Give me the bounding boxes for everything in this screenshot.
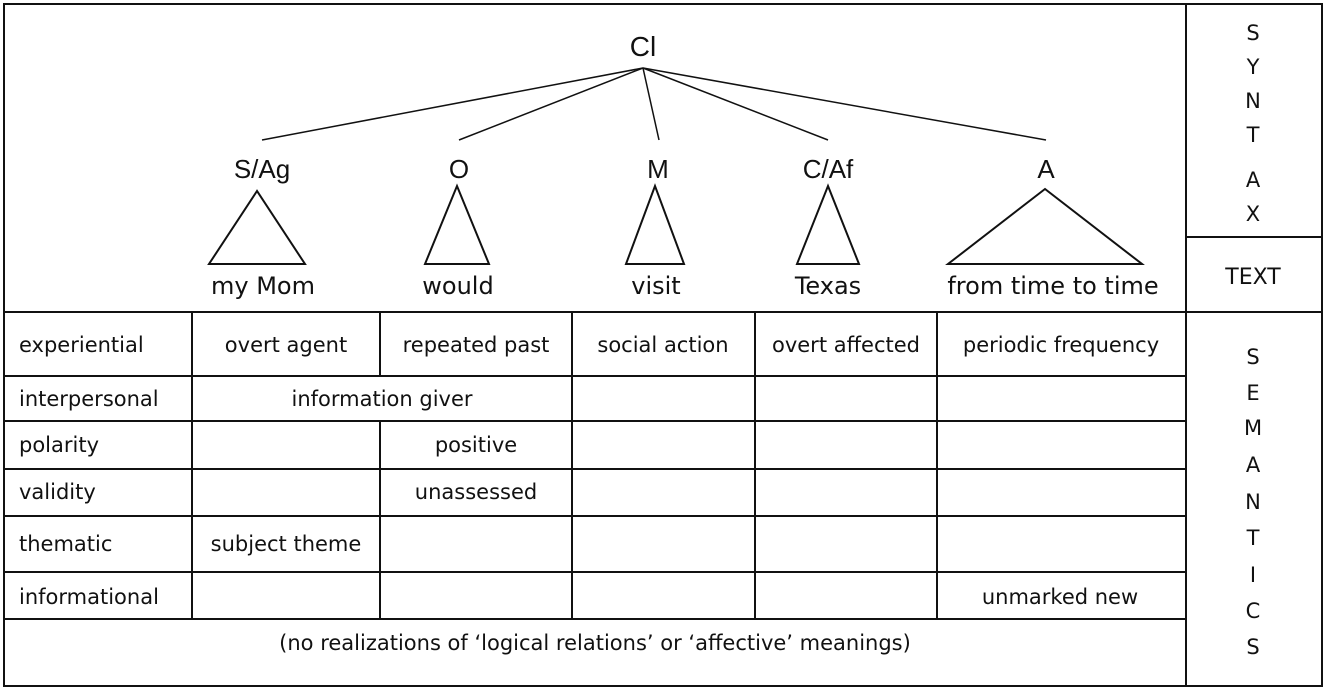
row-label-informational: informational [19,585,159,609]
constituent-label: A [1037,154,1055,184]
row-label-polarity: polarity [19,433,99,457]
table-cell: overt affected [772,333,920,357]
triangle-shape [624,183,686,265]
triangle-shape [207,189,307,265]
constituent-label: O [449,154,469,184]
tree-branch [642,67,1047,141]
side-letter: Y [1246,55,1260,79]
constituent-label: M [647,154,669,184]
side-letter: T [1246,123,1260,147]
side-letter: S [1246,635,1259,659]
side-letter: T [1246,526,1260,550]
table-cell: social action [597,333,728,357]
tree-branch [642,67,660,141]
side-letter: N [1245,490,1261,514]
side-letter: A [1246,453,1261,477]
text-side-label: TEXT [1224,265,1281,290]
constituent-label: S/Ag [234,154,290,184]
outer-border [3,3,1323,687]
constituent-text: Texas [794,272,861,300]
tree-branch [642,67,829,141]
table-cell-spanning: positive [435,433,517,457]
triangle-shape [795,183,861,265]
constituent-text: would [422,272,493,300]
row-label-validity: validity [19,480,96,504]
table-cell-spanning: unassessed [415,480,537,504]
tree-labels: Cl S/Ag O M C/Af A my Mom would visit Te… [211,31,1159,300]
table-cell: subject theme [211,532,362,556]
row-label-experiential: experiential [19,333,144,357]
side-letter: N [1245,89,1261,113]
table-cell: overt agent [225,333,347,357]
semantics-table: experiential interpersonal polarity vali… [19,333,1159,655]
side-letter: I [1250,563,1256,587]
table-cell: repeated past [403,333,550,357]
triangle-shape [423,183,491,265]
side-letter: S [1246,345,1259,369]
tree-triangles [207,183,1145,265]
row-label-interpersonal: interpersonal [19,387,159,411]
table-cell-spanning: information giver [291,387,472,411]
side-letter: E [1246,381,1259,405]
side-letter: X [1246,202,1260,226]
row-label-thematic: thematic [19,532,112,556]
tree-branch [261,67,644,141]
grid-lines [3,3,1323,687]
side-letter: C [1246,599,1261,623]
constituent-label: C/Af [803,154,854,184]
semantics-side-label: S E M A N T I C S [1244,345,1262,659]
constituent-text: visit [631,272,680,300]
tree-branches [261,67,1047,141]
table-cell: periodic frequency [963,333,1159,357]
side-letter: A [1246,168,1261,192]
table-cell: unmarked new [982,585,1138,609]
constituent-text: my Mom [211,272,315,300]
side-letter: S [1246,21,1259,45]
side-letter: M [1244,416,1262,440]
root-node-label: Cl [630,31,656,62]
triangle-shape [945,187,1145,265]
footnote: (no realizations of ‘logical relations’ … [279,631,911,655]
syntax-side-label: S Y N T A X [1245,21,1261,226]
tree-branch [458,67,644,141]
constituent-text: from time to time [947,272,1158,300]
